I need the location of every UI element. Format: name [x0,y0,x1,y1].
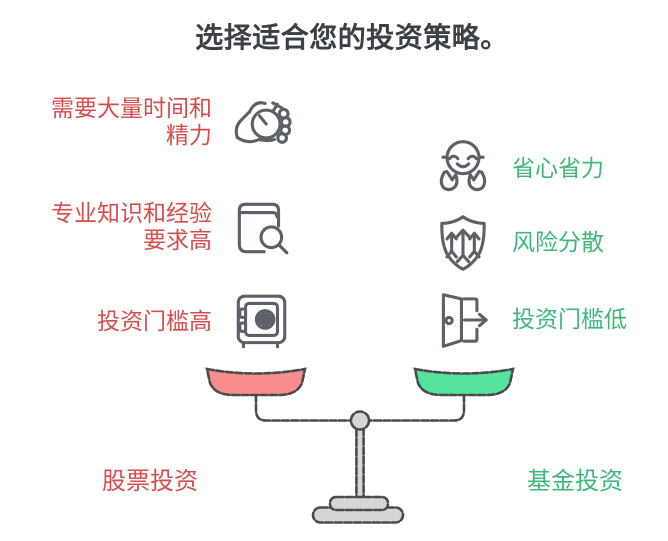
scale-beam-left [254,393,353,422]
open-door-icon [441,293,488,348]
scale-base-top [328,495,390,512]
left-item-threshold: 投资门槛高 [18,289,294,355]
scale-beam-right [367,393,466,422]
right-item-diversification: 风险分散 [430,210,604,276]
left-item-expertise: 专业知识和经验 要求高 [18,195,294,261]
right-item-threshold: 投资门槛低 [430,287,627,353]
balance-scale [205,367,515,524]
book-magnifier-icon [237,202,289,255]
right-item-text: 投资门槛低 [512,306,627,333]
left-item-text: 专业知识和经验 要求高 [51,201,212,254]
scale-pivot [349,410,371,431]
fund-investing-label: 基金投资 [527,467,623,495]
scale-pan-right [413,367,515,397]
scale-pan-left [205,367,307,397]
safe-icon [236,294,287,349]
relaxed-face-icon [439,140,487,192]
right-item-text: 省心省力 [512,155,604,182]
hand-stopwatch-icon [234,101,292,144]
right-item-text: 风险分散 [512,229,604,256]
stock-investing-label: 股票投资 [102,467,198,495]
left-item-text: 需要大量时间和 精力 [51,96,212,149]
left-item-time-energy: 需要大量时间和 精力 [18,90,294,156]
page-title: 选择适合您的投资策略。 [195,21,509,54]
left-item-text: 投资门槛高 [97,308,212,335]
scale-pole [355,424,365,502]
shield-arrows-icon [440,215,486,271]
right-item-easy: 省心省力 [430,136,604,202]
